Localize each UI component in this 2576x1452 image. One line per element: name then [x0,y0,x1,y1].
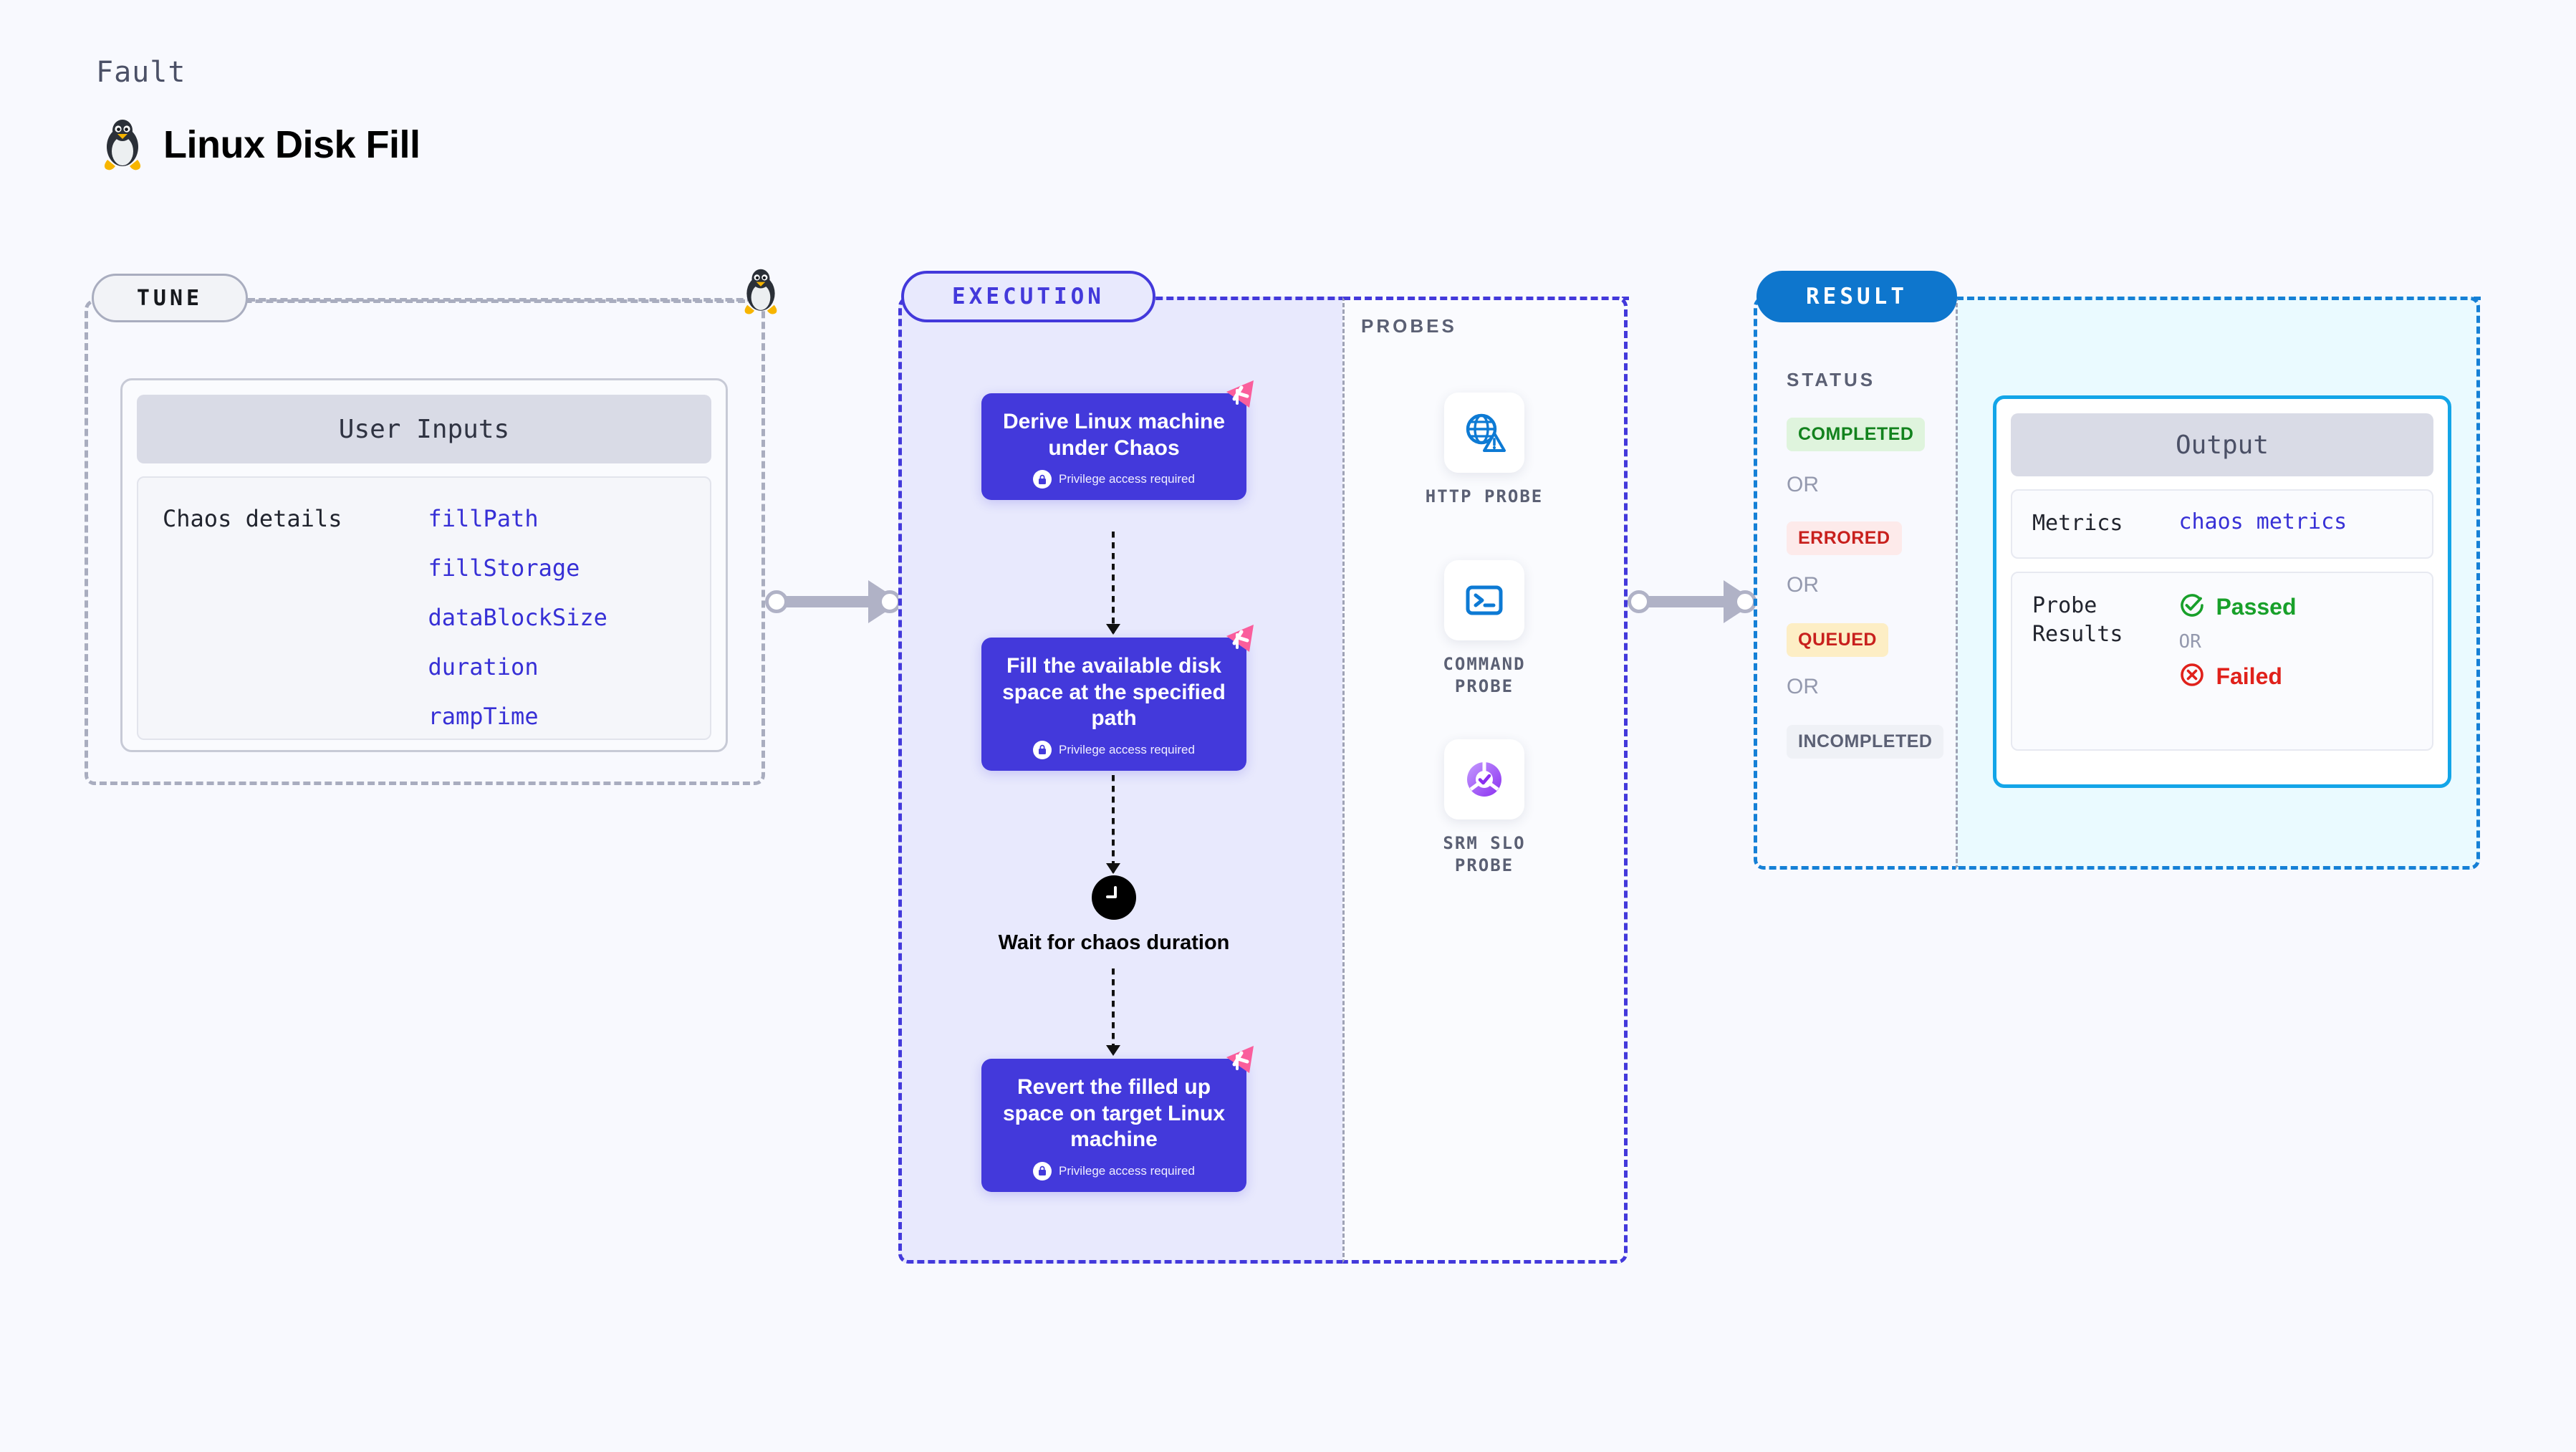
output-metrics-row: Metrics chaos metrics [2011,489,2433,559]
connector-step1-step2 [1106,532,1120,635]
chaos-experiment-icon [1218,1043,1258,1082]
metrics-value[interactable]: chaos metrics [2178,509,2347,534]
privilege-note: Privilege access required [996,740,1232,759]
or-separator: OR [1787,573,1819,597]
x-circle-icon [2178,661,2206,692]
step-title: Derive Linux machine under Chaos [1002,410,1226,460]
probe-result-failed: Failed [2178,661,2296,692]
input-duration[interactable]: duration [428,653,539,681]
result-badge[interactable]: RESULT [1756,271,1957,322]
chaos-experiment-icon [1218,622,1258,660]
srm-slo-icon [1444,739,1524,819]
user-inputs-title: User Inputs [137,395,711,463]
privilege-text: Privilege access required [1059,1163,1195,1178]
fault-title-row: Linux Disk Fill [100,118,420,171]
wait-for-chaos-duration-node: Wait for chaos duration [981,875,1246,956]
probes-label: PROBES [1361,315,1457,337]
fault-kicker: Fault [96,56,186,89]
probe-label: COMMAND PROBE [1443,654,1526,697]
lock-icon [1033,740,1052,759]
check-circle-icon [2178,592,2206,622]
terminal-icon [1444,560,1524,640]
user-inputs-body: Chaos details fillPath fillStorage dataB… [137,476,711,740]
linux-tux-icon-small [741,268,781,319]
execution-step-1[interactable]: Derive Linux machine under Chaos Privile… [981,380,1254,501]
output-card: Output Metrics chaos metrics Probe Resul… [1993,395,2451,788]
lock-icon [1033,470,1052,489]
probe-results-values: Passed OR Failed [2178,592,2296,731]
clock-icon [1092,875,1136,920]
page-title: Linux Disk Fill [163,123,420,166]
chaos-experiment-icon [1218,378,1258,416]
status-badge-queued: QUEUED [1787,623,1888,657]
failed-label: Failed [2216,663,2282,689]
or-separator: OR [1787,675,1819,698]
input-fillstorage[interactable]: fillStorage [428,554,580,582]
connector-step2-wait [1106,775,1120,874]
probe-result-passed: Passed [2178,592,2297,622]
tune-badge[interactable]: TUNE [92,274,248,322]
or-separator: OR [2178,630,2201,653]
linux-tux-icon [100,118,145,171]
privilege-text: Privilege access required [1059,742,1195,756]
metrics-key: Metrics [2032,511,2123,536]
output-probe-results-row: Probe Results Passed OR [2011,571,2433,751]
step-title: Fill the available disk space at the spe… [1002,654,1226,731]
execution-badge[interactable]: EXECUTION [901,271,1155,322]
probe-label: SRM SLO PROBE [1443,833,1526,876]
connector-wait-step3 [1106,968,1120,1056]
status-badge-incompleted: INCOMPLETED [1787,725,1944,759]
probe-command[interactable]: COMMAND PROBE [1413,560,1556,698]
execution-step-3[interactable]: Revert the filled up space on target Lin… [981,1046,1254,1192]
input-ramptime[interactable]: rampTime [428,703,539,730]
status-label: STATUS [1787,369,1876,390]
probe-srm-slo[interactable]: SRM SLO PROBE [1413,739,1556,877]
probe-http[interactable]: HTTP PROBE [1413,393,1556,508]
globe-warning-icon [1444,393,1524,473]
lock-icon [1033,1161,1052,1181]
passed-label: Passed [2216,593,2297,620]
output-title: Output [2011,413,2433,476]
or-separator: OR [1787,473,1819,496]
chaos-details-key: Chaos details [163,505,342,532]
probe-results-key: Probe Results [2032,592,2123,648]
status-badge-errored: ERRORED [1787,521,1902,555]
input-datablocksize[interactable]: dataBlockSize [428,604,607,631]
input-fillpath[interactable]: fillPath [428,505,539,532]
execution-step-2[interactable]: Fill the available disk space at the spe… [981,625,1254,771]
status-badge-completed: COMPLETED [1787,418,1926,451]
wait-label: Wait for chaos duration [998,931,1230,954]
chaos-details-values: fillPath fillStorage dataBlockSize durat… [428,505,607,730]
probe-label: HTTP PROBE [1425,486,1544,506]
tune-region [85,299,765,785]
step-title: Revert the filled up space on target Lin… [1002,1075,1226,1152]
user-inputs-card: User Inputs Chaos details fillPath fillS… [120,378,728,752]
privilege-note: Privilege access required [996,470,1232,489]
privilege-text: Privilege access required [1059,472,1195,486]
flow-arrow-tune-to-execution [765,580,901,623]
flow-arrow-execution-to-result [1628,580,1756,623]
privilege-note: Privilege access required [996,1161,1232,1181]
